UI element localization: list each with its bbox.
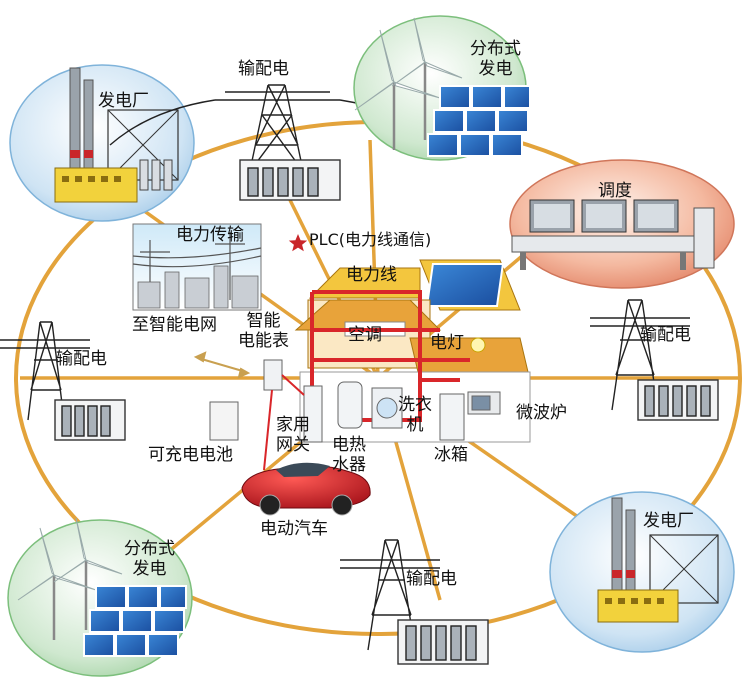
label-meter-line2: 电能表	[238, 330, 289, 351]
power-plant-top-icon	[9, 64, 195, 222]
label-distribution-bottom: 输配电	[406, 569, 457, 589]
distributed-generation-bottom-icon	[7, 517, 193, 677]
label-washer: 洗衣 机	[398, 395, 432, 435]
label-distributed-generation-top: 分布式 发电	[470, 39, 521, 79]
distribution-tower-top-icon	[109, 84, 431, 201]
label-distributed-bottom-line1: 分布式	[124, 539, 175, 559]
label-to-smart-grid: 至智能电网	[132, 315, 217, 335]
label-distributed-generation-bottom: 分布式 发电	[124, 539, 175, 579]
label-home-gateway: 家用 网关	[276, 415, 310, 455]
label-distribution-left: 输配电	[56, 349, 107, 369]
label-power-plant-bottom: 发电厂	[643, 511, 694, 531]
distribution-tower-left-icon	[0, 321, 126, 441]
label-washer-line1: 洗衣	[398, 395, 432, 415]
label-gateway-line2: 网关	[276, 434, 310, 455]
label-microwave: 微波炉	[516, 403, 567, 423]
power-transmission-inset	[132, 223, 262, 311]
power-plant-bottom-icon	[549, 491, 735, 653]
label-plc: PLC(电力线通信)	[309, 230, 432, 249]
label-gateway-line1: 家用	[276, 415, 310, 435]
label-distributed-top-line1: 分布式	[470, 39, 521, 59]
label-distribution-right: 输配电	[640, 325, 691, 345]
label-washer-line2: 机	[406, 414, 424, 435]
label-meter-line1: 智能	[246, 311, 281, 331]
label-lamp: 电灯	[430, 333, 464, 353]
house-power-lines	[310, 290, 470, 422]
label-fridge: 冰箱	[434, 445, 468, 465]
distribution-tower-bottom-icon	[340, 539, 489, 665]
plc-star-icon	[288, 234, 308, 252]
label-water-heater: 电热 水器	[332, 435, 366, 475]
label-battery: 可充电电池	[148, 445, 233, 465]
label-distributed-bottom-line2: 发电	[132, 558, 167, 579]
label-distributed-top-line2: 发电	[478, 58, 513, 79]
label-aircon: 空调	[348, 325, 382, 345]
electric-car-icon	[241, 462, 371, 516]
label-smart-meter: 智能 电能表	[238, 311, 289, 351]
distributed-generation-top-icon	[353, 15, 531, 161]
label-powerline: 电力线	[346, 265, 397, 285]
distribution-tower-right-icon	[590, 299, 719, 421]
label-distribution-top: 输配电	[238, 59, 289, 79]
dispatch-center-icon	[509, 159, 735, 289]
label-electric-car: 电动汽车	[260, 519, 328, 539]
meter-arrow-icon	[193, 351, 251, 379]
appliances	[209, 359, 501, 471]
label-power-transmission: 电力传输	[176, 225, 244, 245]
label-power-plant-top: 发电厂	[98, 91, 149, 111]
label-dispatch: 调度	[598, 181, 632, 201]
label-heater-line2: 水器	[332, 454, 366, 475]
label-heater-line1: 电热	[332, 435, 366, 455]
